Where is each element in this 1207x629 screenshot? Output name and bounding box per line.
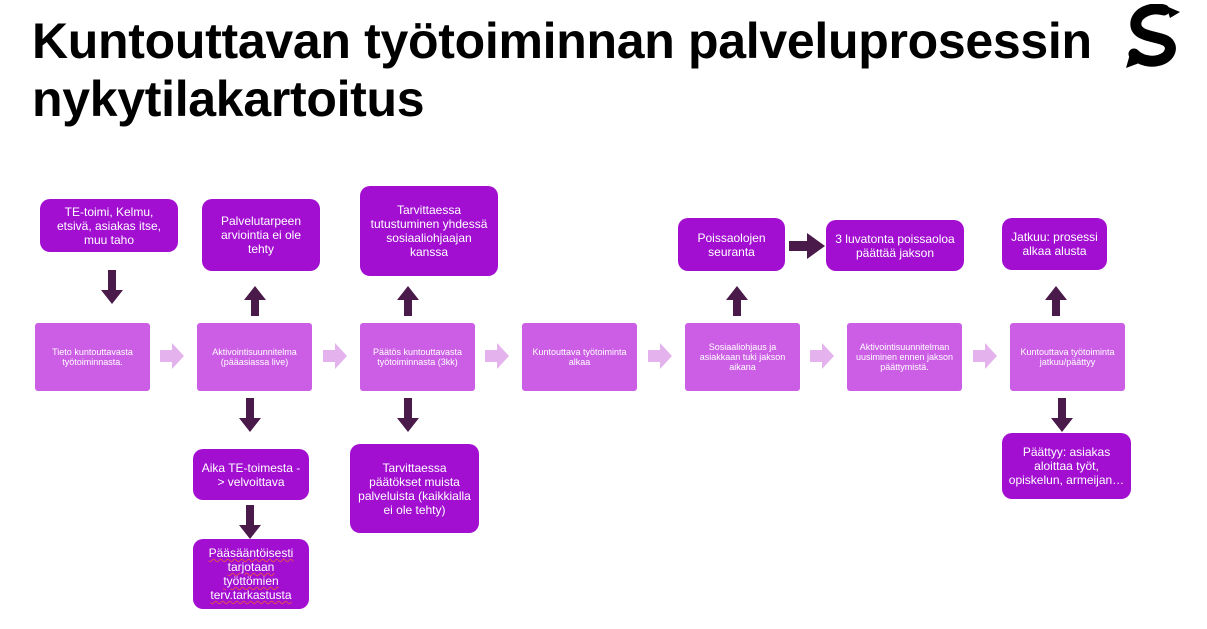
flow-step-label: Päätös kuntouttavasta työtoiminnasta (3k…	[372, 347, 463, 367]
flow-arrow-3	[485, 343, 509, 369]
arrow-down-health-check	[239, 505, 261, 539]
side-box-continues: Jatkuu: prosessi alkaa alusta	[1002, 218, 1107, 270]
flow-step-label: Aktivointisuunnitelma (pääasiassa live)	[212, 347, 297, 367]
flow-step-label: Kuntouttava työtoiminta alkaa	[532, 347, 627, 367]
flow-arrow-4	[648, 343, 672, 369]
flow-step-continue-end: Kuntouttava työtoiminta jatkuu/päättyy	[1010, 323, 1125, 391]
arrow-up-absence	[726, 286, 748, 316]
arrow-down-ends	[1051, 398, 1073, 432]
arrow-down-other-decisions	[397, 398, 419, 432]
flow-step-activation-plan: Aktivointisuunnitelma (pääasiassa live)	[197, 323, 312, 391]
side-box-three-absences: 3 luvatonta poissaoloa päättää jakson	[826, 220, 964, 271]
flow-arrow-6	[973, 343, 997, 369]
flow-step-start: Kuntouttava työtoiminta alkaa	[522, 323, 637, 391]
flow-arrow-2	[323, 343, 347, 369]
arrow-up-continues	[1045, 286, 1067, 316]
arrow-source-to-info	[101, 270, 123, 304]
flow-step-label: Aktivointisuunnitelman uusiminen ennen j…	[855, 342, 954, 372]
side-box-other-decisions: Tarvittaessa päätökset muista palveluist…	[350, 444, 479, 533]
flow-step-guidance: Sosiaaliohjaus ja asiakkaan tuki jakson …	[685, 323, 800, 391]
flow-arrow-5	[810, 343, 834, 369]
flow-step-decision: Päätös kuntouttavasta työtoiminnasta (3k…	[360, 323, 475, 391]
logo-icon	[1126, 4, 1180, 68]
flow-step-renewal: Aktivointisuunnitelman uusiminen ennen j…	[847, 323, 962, 391]
arrow-up-service-need	[244, 286, 266, 316]
flow-step-label: Sosiaaliohjaus ja asiakkaan tuki jakson …	[699, 342, 786, 372]
arrow-right-absence	[789, 233, 825, 259]
side-box-intro: Tarvittaessa tutustuminen yhdessä sosiaa…	[360, 186, 498, 276]
arrow-up-intro	[397, 286, 419, 316]
title-line-1: Kuntouttavan työtoiminnan palveluprosess…	[32, 13, 1092, 69]
side-box-te-time: Aika TE-toimesta -> velvoittava	[193, 449, 309, 500]
title-line-2: nykytilakartoitus	[32, 71, 425, 127]
flow-step-info: Tieto kuntouttavasta työtoiminnasta.	[35, 323, 150, 391]
side-box-absence: Poissaolojen seuranta	[678, 218, 785, 271]
side-box-ends: Päättyy: asiakas aloittaa työt, opiskelu…	[1002, 433, 1131, 499]
side-box-source: TE-toimi, Kelmu, etsivä, asiakas itse, m…	[40, 199, 178, 252]
flow-step-label: Tieto kuntouttavasta työtoiminnasta.	[52, 347, 133, 367]
side-box-service-need: Palvelutarpeen arviointia ei ole tehty	[202, 199, 320, 271]
flow-step-label: Kuntouttava työtoiminta jatkuu/päättyy	[1020, 347, 1115, 367]
page-title: Kuntouttavan työtoiminnan palveluprosess…	[32, 12, 1112, 128]
side-box-health-check: Pääsääntöisesti tarjotaan työttömien ter…	[193, 539, 309, 609]
arrow-down-te-time	[239, 398, 261, 432]
flow-arrow-1	[160, 343, 184, 369]
